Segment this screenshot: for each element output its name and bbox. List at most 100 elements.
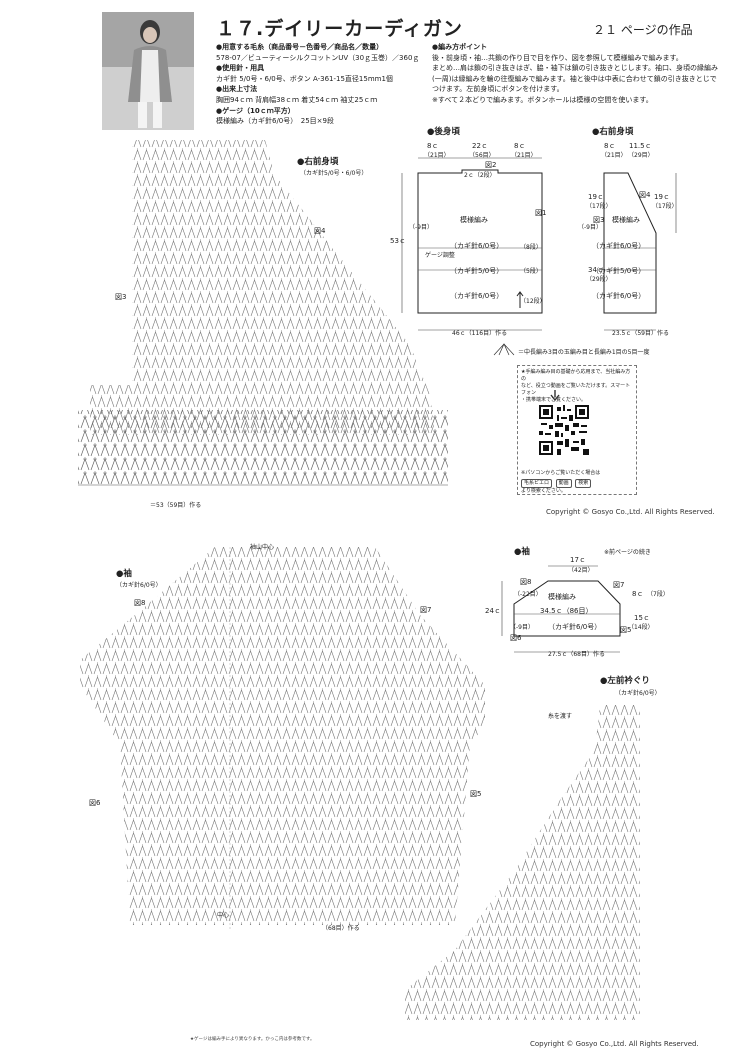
front-needle6-bottom: （カギ針6/0号） — [592, 292, 646, 300]
schem-fig6-label: 図6 — [510, 634, 522, 642]
continued-note: ※前ページの続き — [604, 549, 651, 556]
back-dim-1: 8ｃ — [427, 142, 439, 150]
front-dim-2-st: （29目） — [628, 152, 654, 159]
front-h2: 19ｃ — [654, 193, 670, 201]
front-minus9: （-9目） — [578, 224, 602, 231]
qr-code-icon[interactable] — [539, 405, 589, 455]
notes-heading: ●編み方ポイント — [432, 43, 488, 51]
gauge-heading: ●ゲージ（10ｃｍ平方） — [216, 106, 295, 115]
size-value: 胸囲94ｃｍ 背肩幅38ｃｍ 着丈54ｃｍ 袖丈25ｃｍ — [216, 95, 378, 104]
front-fig3-label: 図3 — [593, 216, 605, 224]
front-h2-st: （17段） — [652, 203, 678, 210]
footer-note: ★ゲージは編み手により異なります。かっこ内は参考数です。 — [190, 1037, 315, 1042]
back-dim-2: 22ｃ — [472, 142, 488, 150]
sleeve-fig8-label: 図8 — [134, 599, 146, 607]
front-dim-1: 8ｃ — [604, 142, 616, 150]
fig3-label: 図3 — [115, 293, 127, 301]
copyright-top: Copyright © Gosyo Co.,Ltd. All Rights Re… — [546, 508, 715, 516]
knitting-notes: ●編み方ポイント 後・前身頃・袖…共鎖の作り目で目を作り、図を参照して模様編みで… — [432, 42, 722, 106]
qr-info-box: ★手編み編み目の基礎から応用まで、当社編み方の など、役立つ動画をご覧いただけま… — [517, 365, 637, 495]
sleeve-center-bottom: 中心 — [217, 912, 230, 919]
sleeve-fig5-label: 図5 — [470, 790, 482, 798]
front-dim-2: 11.5ｃ — [629, 142, 652, 150]
sleeve-schematic — [501, 565, 621, 653]
search-button[interactable]: 検索 — [575, 479, 592, 488]
sleeve-base-note: （68目）作る — [322, 925, 360, 932]
front-h3: 34ｃ — [588, 266, 604, 274]
copyright-bottom: Copyright © Gosyo Co.,Ltd. All Rights Re… — [530, 1040, 699, 1048]
sleeve-top: 17ｃ — [570, 556, 586, 564]
back-pattern: 模様編み — [460, 216, 488, 224]
qr-line2: など、役立つ動画をご覧いただけます。スマートフォン — [521, 383, 631, 396]
right-front-schematic — [603, 172, 677, 331]
sleeve-width: 27.5ｃ（68目）作る — [548, 651, 605, 658]
back-gauge-adjust: ゲージ調整 — [425, 252, 455, 259]
back-dim-3: 8ｃ — [514, 142, 526, 150]
model-figure-image — [102, 12, 194, 130]
back-r12: （12段） — [520, 298, 546, 305]
chart1-bottom-note: ＝53（59目）作る — [150, 502, 202, 509]
sleeve-stitch-chart — [80, 547, 485, 930]
back-needle6-bottom: （カギ針6/0号） — [450, 292, 504, 300]
thread-note: 糸を渡す — [548, 713, 573, 720]
fig1-label: 図1 — [535, 209, 547, 217]
right-front-stitch-chart — [78, 140, 448, 486]
sleeve-h8: 8ｃ — [632, 590, 644, 598]
notes-line: ※すべて２本どりで編みます。ボタンホールは模様の空間を使います。 — [432, 95, 653, 104]
qr-line5: より検索ください。 — [521, 488, 566, 494]
front-width: 23.5ｃ（59目）作る — [612, 330, 669, 337]
sleeve-height: 24ｃ — [485, 607, 501, 615]
front-dim-1-st: （21目） — [601, 152, 627, 159]
back-needle6-top: （カギ針6/0号） — [450, 242, 504, 250]
right-front-title: ●右前身頃 — [592, 127, 634, 137]
front-h1: 19ｃ — [588, 193, 604, 201]
qr-line1: ★手編み編み目の基礎から応用まで、当社編み方の — [521, 369, 631, 382]
back-dim-1-st: （21目） — [424, 152, 450, 159]
back-neck: 2ｃ（2段） — [464, 172, 496, 179]
stitch-symbol-icon — [493, 343, 515, 356]
notes-line: 後・前身頃・袖…共鎖の作り目で目を作り、図を参照して模様編みで編みます。 — [432, 53, 683, 62]
page-reference: ２１ ページの作品 — [593, 23, 693, 37]
arrow-down-icon — [550, 390, 560, 401]
front-needle5: （カギ針5/0号） — [592, 267, 646, 275]
left-neck-stitch-chart — [405, 705, 640, 1020]
schem-fig8-label: 図8 — [520, 578, 532, 586]
legend-text: ＝中長編み3目の玉編み目と長編み1目の5目一度 — [518, 349, 650, 356]
chart-title-right-front: ●右前身頃 — [297, 157, 339, 167]
back-needle5: （カギ針5/0号） — [450, 267, 504, 275]
chart-needle-right-front: （カギ針5/0号・6/0号） — [300, 170, 368, 177]
notes-line: まとめ…肩は鎖の引き抜きはぎ、脇・袖下は鎖の引き抜きとじします。袖口、身頃の縁編… — [432, 64, 718, 94]
size-heading: ●出来上寸法 — [216, 85, 258, 94]
front-h1-st: （17段） — [586, 203, 612, 210]
back-width: 46ｃ（116目）作る — [452, 330, 508, 337]
back-dim-2-st: （56目） — [469, 152, 495, 159]
back-body-schematic — [401, 157, 543, 331]
front-needle6-top: （カギ針6/0号） — [592, 242, 646, 250]
sleeve-needle6: （カギ針6/0号） — [548, 623, 602, 631]
needle-value: カギ針 5/0号・6/0号、ボタン A-361-15直径15mm1個 — [216, 74, 393, 83]
schem-fig5-label: 図5 — [620, 626, 632, 634]
sleeve-chart-needle: （カギ針6/0号） — [116, 582, 162, 589]
yarn-value: 578-07／ビューティーシルクコットンUV（30ｇ玉巻）／360ｇ — [216, 53, 420, 62]
sleeve-center-label: 袖山中心 — [250, 544, 275, 551]
sleeve-pattern: 模様編み — [548, 593, 576, 601]
schem-fig7-label: 図7 — [613, 581, 625, 589]
front-pattern: 模様編み — [612, 216, 640, 224]
left-neck-title: ●左前衿ぐり — [600, 676, 650, 686]
back-body-title: ●後身頃 — [427, 127, 460, 137]
sleeve-top-st: （42目） — [568, 567, 594, 574]
sleeve-minus22: （-22目） — [514, 591, 542, 598]
back-r8: （8段） — [520, 244, 542, 251]
search-keyword-video: 動画 — [555, 479, 572, 488]
fig4-label: 図4 — [314, 227, 326, 235]
fig2-label: 図2 — [485, 161, 497, 169]
front-h3-st: （29段） — [586, 276, 612, 283]
qr-line4: ※パソコンからご覧いただく場合は — [521, 470, 601, 476]
model-photo — [102, 12, 194, 130]
sleeve-fig6-label: 図6 — [89, 799, 101, 807]
back-minus9: （-9目） — [409, 224, 433, 231]
sleeve-minus9: （-9目） — [510, 624, 534, 631]
sleeve-fig7-label: 図7 — [420, 606, 432, 614]
search-keyword-brand: 毛糸ピエロ — [521, 479, 553, 488]
left-neck-needle: （カギ針6/0号） — [615, 690, 661, 697]
